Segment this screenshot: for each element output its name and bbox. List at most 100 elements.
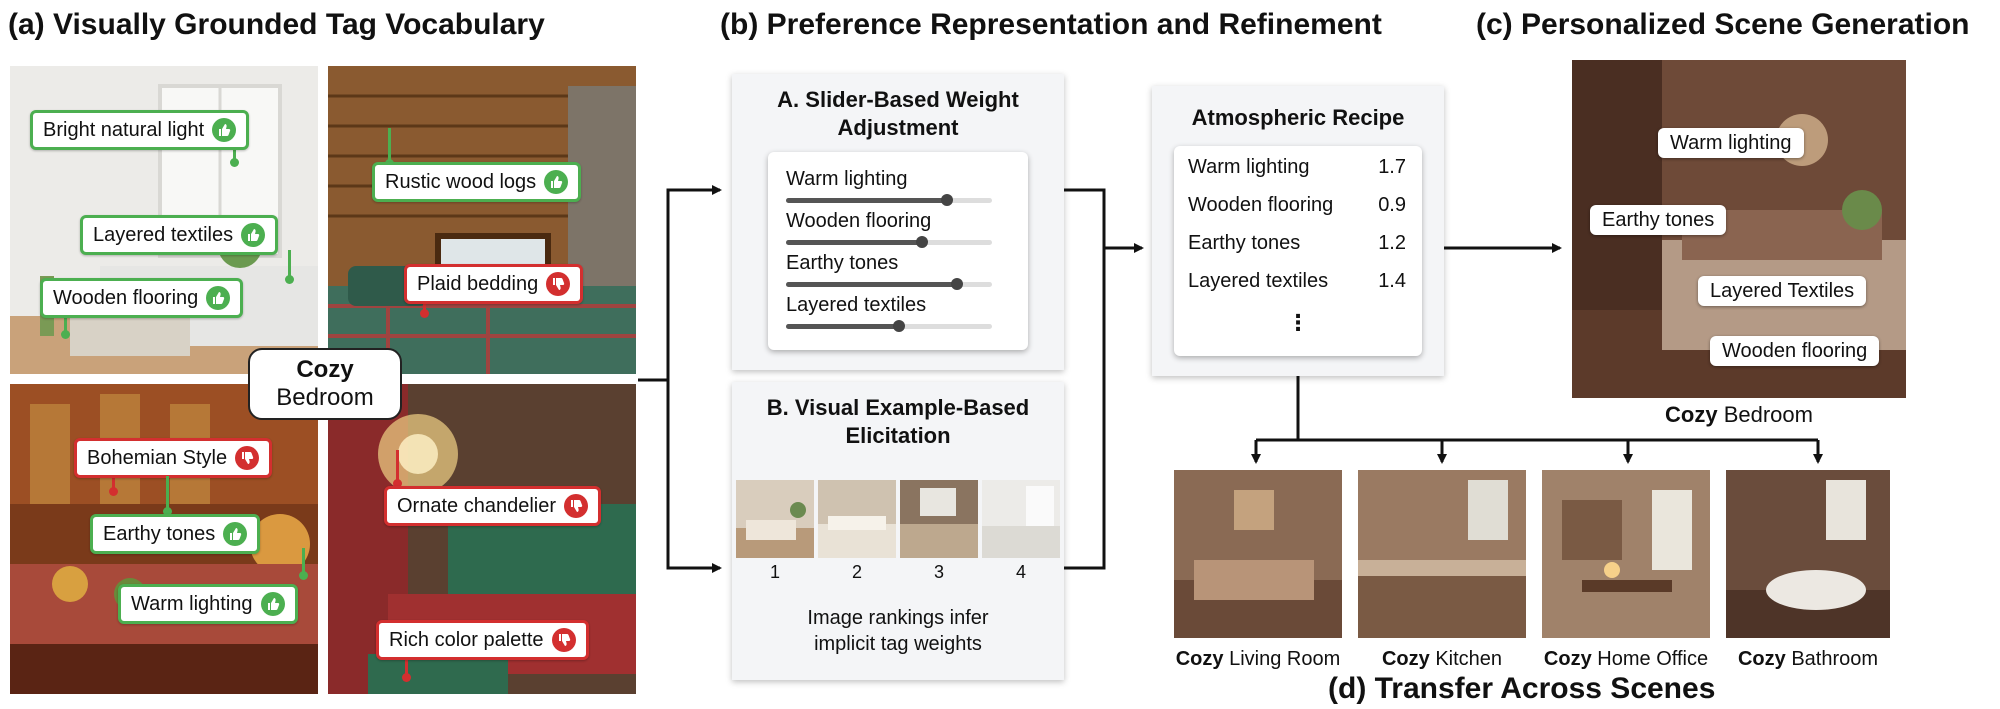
example-image-2[interactable] xyxy=(818,480,896,558)
transfer-caption-rest: Bathroom xyxy=(1791,648,1879,670)
example-panel-title-line2: Elicitation xyxy=(845,423,951,448)
transfer-caption-bold: Cozy xyxy=(1737,648,1786,670)
slider-label: Warm lighting xyxy=(786,168,908,190)
example-caption-line2: implicit tag weights xyxy=(814,633,982,655)
thumbs-up-icon xyxy=(260,592,285,616)
slider-label: Earthy tones xyxy=(786,252,899,274)
tag-ornate-chandelier[interactable]: Ornate chandelier xyxy=(384,486,601,526)
result-caption: Cozy Bedroom xyxy=(1572,402,1906,428)
pin-warm-lighting xyxy=(299,548,308,580)
tag-bright-natural-light[interactable]: Bright natural light xyxy=(30,110,250,150)
transfer-kitchen-art xyxy=(1358,470,1526,638)
transfer-home-office-image xyxy=(1542,470,1710,638)
slider-fill xyxy=(786,282,957,287)
tag-rustic-wood-logs-label: Rustic wood logs xyxy=(385,171,537,193)
transfer-caption-bold: Cozy xyxy=(1543,648,1592,670)
thumbs-down-icon xyxy=(551,628,576,652)
pin-earthy-tones xyxy=(163,476,172,516)
recipe-row-value: 1.7 xyxy=(1378,156,1406,178)
result-tag-earthy-tones: Earthy tones xyxy=(1590,205,1727,235)
transfer-caption-rest: Kitchen xyxy=(1435,648,1503,670)
example-image-1[interactable] xyxy=(736,480,814,558)
transfer-home-office-art xyxy=(1542,470,1710,638)
example-image-3[interactable] xyxy=(900,480,978,558)
example-image-2-art xyxy=(818,480,896,558)
slider-track[interactable] xyxy=(786,278,992,290)
transfer-caption-home-office: Cozy Home Office xyxy=(1532,648,1720,671)
example-panel: B. Visual Example-Based Elicitation 1 2 … xyxy=(732,382,1064,680)
transfer-caption-bathroom: Cozy Bathroom xyxy=(1722,648,1894,671)
tag-wooden-flooring-label: Wooden flooring xyxy=(53,287,199,309)
tag-bright-natural-light-label: Bright natural light xyxy=(43,119,205,141)
transfer-caption-rest: Living Room xyxy=(1229,648,1341,670)
recipe-title: Atmospheric Recipe xyxy=(1191,105,1405,130)
pin-bohemian-style xyxy=(109,474,118,496)
tag-earthy-tones[interactable]: Earthy tones xyxy=(90,514,261,554)
slider-panel-title-line1: A. Slider-Based Weight xyxy=(777,87,1019,112)
example-image-4-art xyxy=(982,480,1060,558)
tag-rustic-wood-logs[interactable]: Rustic wood logs xyxy=(372,162,582,202)
tag-warm-lighting-label: Warm lighting xyxy=(131,593,253,615)
example-rank-1: 1 xyxy=(769,562,780,582)
arrow-to-slider-panel xyxy=(638,185,722,382)
tag-warm-lighting[interactable]: Warm lighting xyxy=(118,584,298,624)
recipe-row-name: Wooden flooring xyxy=(1188,194,1334,216)
result-tag-layered-textiles: Layered Textiles xyxy=(1698,276,1867,306)
recipe-row-value: 0.9 xyxy=(1378,194,1406,216)
section-a-title: (a) Visually Grounded Tag Vocabulary xyxy=(8,8,545,41)
thumbs-up-icon xyxy=(223,522,248,546)
tag-wooden-flooring[interactable]: Wooden flooring xyxy=(40,278,244,318)
thumbs-up-icon xyxy=(241,223,266,247)
concept-label-bold: Cozy xyxy=(296,356,354,383)
transfer-kitchen-image xyxy=(1358,470,1526,638)
transfer-bathroom-image xyxy=(1726,470,1890,638)
slider-track[interactable] xyxy=(786,320,992,332)
slider-fill xyxy=(786,240,922,245)
transfer-living-room-image xyxy=(1174,470,1342,638)
recipe-row-name: Warm lighting xyxy=(1188,156,1310,178)
slider-handle[interactable] xyxy=(915,236,928,248)
tag-rich-color-palette-label: Rich color palette xyxy=(389,629,544,651)
thumbs-up-icon xyxy=(212,118,237,142)
recipe-row-value: 1.4 xyxy=(1378,270,1406,292)
tag-layered-textiles[interactable]: Layered textiles xyxy=(80,215,279,255)
recipe-panel: Atmospheric Recipe Warm lighting 1.7 Wood… xyxy=(1152,86,1444,376)
transfer-caption-bold: Cozy xyxy=(1381,648,1430,670)
pin-ornate-chandelier xyxy=(393,450,402,488)
recipe-ellipsis: ⋮ xyxy=(1287,310,1309,335)
section-c-title: (c) Personalized Scene Generation xyxy=(1476,8,1970,41)
tag-layered-textiles-label: Layered textiles xyxy=(93,224,234,246)
slider-fill xyxy=(786,324,900,329)
example-image-4[interactable] xyxy=(982,480,1060,558)
tag-rich-color-palette[interactable]: Rich color palette xyxy=(376,620,589,660)
slider-panel: A. Slider-Based Weight Adjustment Warm l… xyxy=(732,74,1064,370)
pin-layered-textiles xyxy=(285,250,294,284)
tag-bohemian-style-label: Bohemian Style xyxy=(87,447,228,469)
transfer-caption-bold: Cozy xyxy=(1175,648,1224,670)
tag-bohemian-style[interactable]: Bohemian Style xyxy=(74,438,273,478)
recipe-row: Wooden flooring 0.9 xyxy=(1174,194,1422,230)
slider-label: Wooden flooring xyxy=(786,210,932,232)
example-rank-3: 3 xyxy=(933,562,944,582)
tag-plaid-bedding[interactable]: Plaid bedding xyxy=(404,264,584,304)
pin-plaid-bedding xyxy=(420,300,429,318)
slider-track[interactable] xyxy=(786,236,992,248)
thumbs-down-icon xyxy=(235,446,260,470)
slider-handle[interactable] xyxy=(950,278,963,290)
section-d-title: (d) Transfer Across Scenes xyxy=(1328,672,1716,705)
pin-rich-color-palette xyxy=(402,656,411,682)
concept-label-cozy-bedroom: Cozy Bedroom xyxy=(248,348,402,420)
recipe-row-name: Layered textiles xyxy=(1188,270,1329,292)
pin-wooden-flooring xyxy=(61,313,70,339)
recipe-row-name: Earthy tones xyxy=(1188,232,1301,254)
thumbs-up-icon xyxy=(544,170,569,194)
transfer-caption-kitchen: Cozy Kitchen xyxy=(1356,648,1528,671)
slider-label: Layered textiles xyxy=(786,294,927,316)
slider-handle[interactable] xyxy=(940,194,953,206)
slider-handle[interactable] xyxy=(893,320,906,332)
slider-track[interactable] xyxy=(786,194,992,206)
transfer-trunk xyxy=(1256,376,1818,442)
